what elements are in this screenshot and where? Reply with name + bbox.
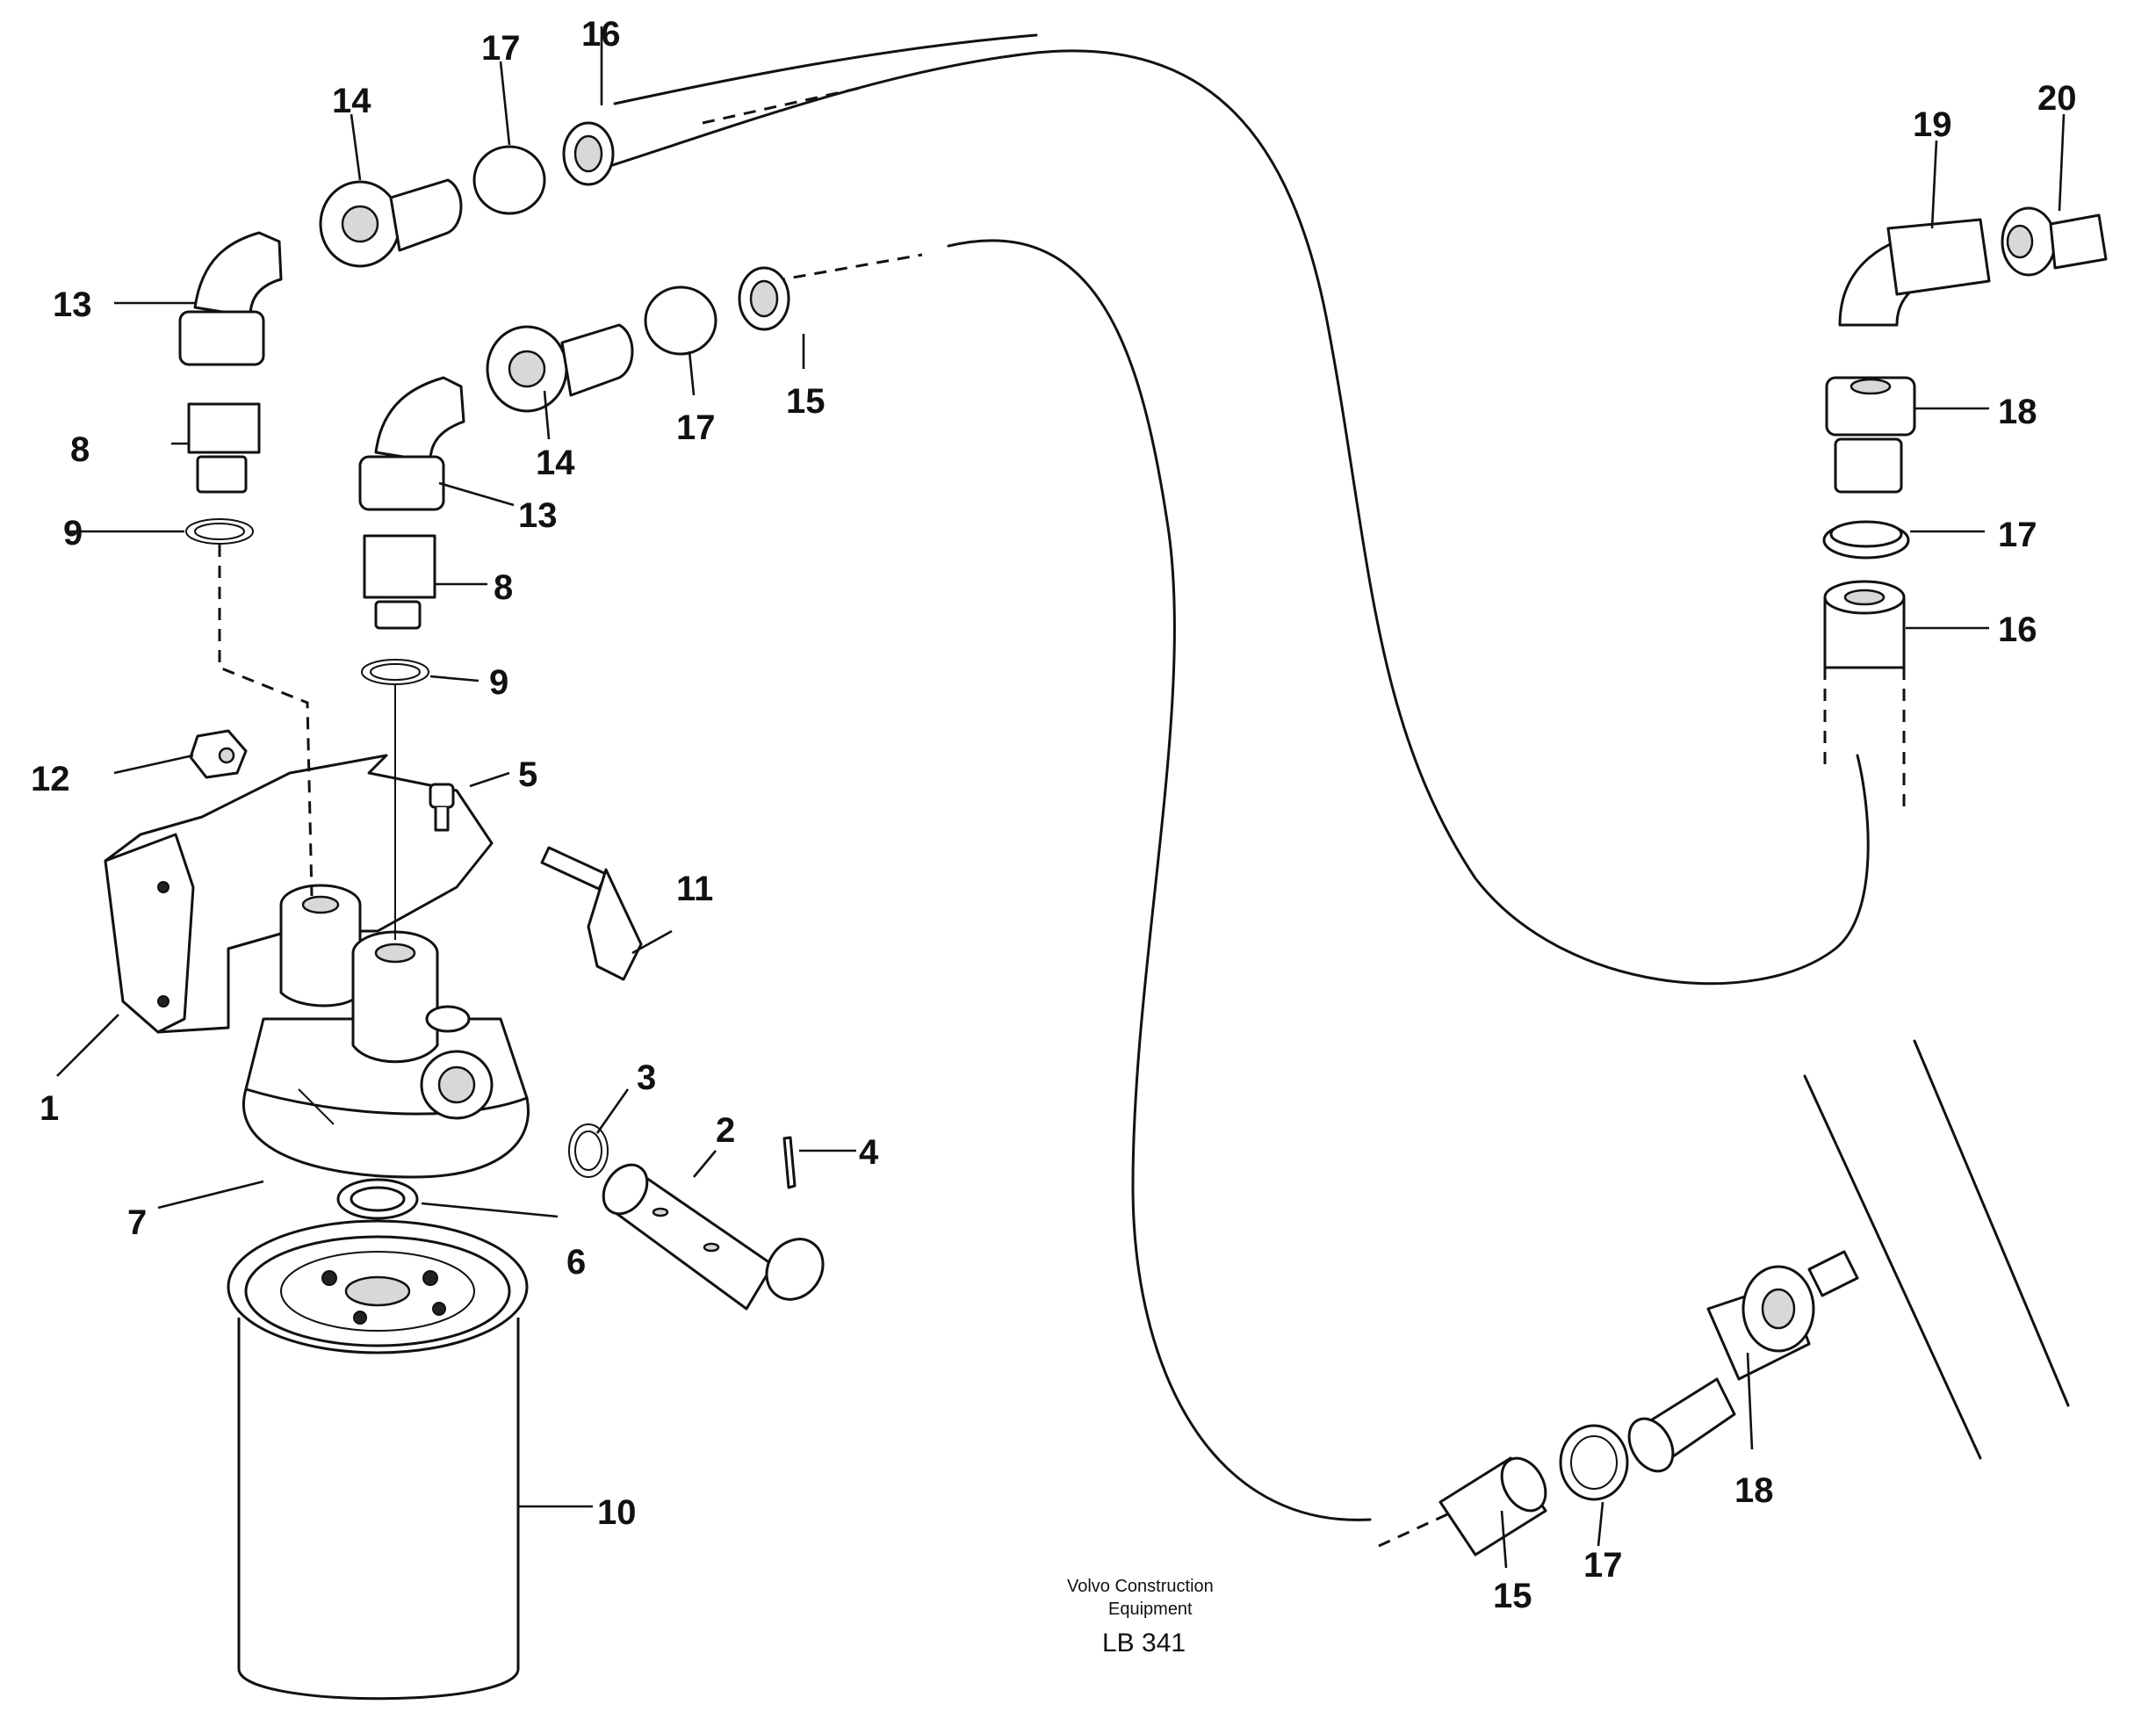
brand-line-1: Volvo Construction	[1067, 1577, 1214, 1596]
callout-11: 11	[676, 870, 713, 908]
callout-17-middle: 17	[676, 408, 716, 447]
hose-upper	[578, 33, 1870, 1548]
fitting-stack-bottom	[1439, 1250, 1859, 1556]
fitting-stack-left	[178, 121, 615, 897]
callout-16-top: 16	[581, 15, 621, 54]
callout-8-middle: 8	[494, 568, 513, 607]
callout-12: 12	[31, 760, 70, 798]
oil-filter-cartridge	[227, 1219, 529, 1701]
callout-5: 5	[518, 755, 537, 794]
callout-9-middle: 9	[489, 663, 508, 702]
callout-13-left: 13	[53, 285, 92, 324]
callout-10: 10	[597, 1493, 637, 1532]
split-pin	[782, 1136, 797, 1189]
callout-15-top: 15	[786, 382, 826, 421]
leader-lines	[56, 26, 2066, 1569]
callout-4: 4	[859, 1133, 879, 1172]
valve-pin	[602, 1163, 825, 1311]
callout-9-left: 9	[63, 514, 83, 553]
callout-17-top: 17	[481, 29, 521, 68]
callout-14-left: 14	[332, 82, 371, 120]
fitting-stack-middle	[358, 266, 790, 940]
callout-6: 6	[566, 1243, 586, 1282]
nut-12	[189, 729, 248, 779]
callout-labels: 1 2 3 4 5 6 7 8 8 9 9 10 11 12 13 13 14 …	[31, 15, 2077, 1615]
callout-17-bottom: 17	[1583, 1546, 1623, 1585]
callout-15-bottom: 15	[1493, 1577, 1532, 1615]
callout-2: 2	[716, 1111, 735, 1150]
retaining-ring	[568, 1123, 609, 1178]
callout-3: 3	[637, 1058, 656, 1097]
filter-head-bracket	[104, 754, 530, 1179]
callout-16-right: 16	[1998, 610, 2037, 649]
machine-frame-lines	[1803, 1039, 2070, 1460]
callout-19: 19	[1913, 105, 1952, 144]
callout-13-middle: 13	[518, 496, 558, 535]
drawing-code: LB 341	[1102, 1629, 1186, 1658]
callout-18-right: 18	[1998, 393, 2037, 431]
callout-1: 1	[40, 1089, 59, 1128]
callout-8-left: 8	[70, 430, 90, 469]
filter-seal-ring	[336, 1178, 419, 1220]
callout-17-right: 17	[1998, 516, 2037, 554]
drawing-credit: Volvo Construction Equipment LB 341	[1067, 1577, 1214, 1658]
callout-14-middle: 14	[536, 444, 575, 482]
bolt-11	[540, 846, 643, 981]
callout-18-bottom: 18	[1734, 1471, 1774, 1510]
brand-line-2: Equipment	[1108, 1600, 1193, 1619]
screw-5	[429, 783, 455, 832]
fitting-stack-right	[1822, 206, 2108, 808]
callout-20: 20	[2037, 79, 2077, 118]
callout-7: 7	[127, 1203, 147, 1242]
